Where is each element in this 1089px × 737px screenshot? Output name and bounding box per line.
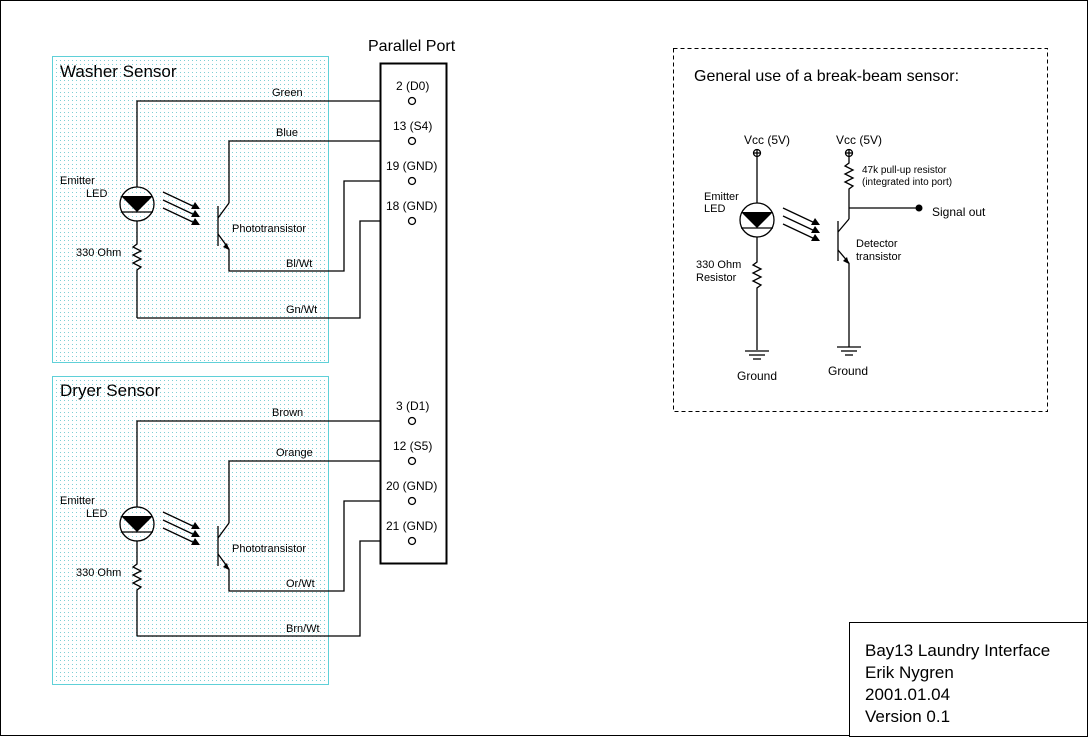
diagram-label: Emitter — [60, 175, 95, 187]
pullup-resistor-icon — [843, 157, 855, 208]
title-block-author: Erik Nygren — [865, 663, 954, 682]
diagram-label: 330 Ohm — [76, 247, 121, 259]
pin-label: 19 (GND) — [386, 159, 437, 173]
diagram-label: LED — [86, 188, 107, 200]
wire-label-blue: Blue — [276, 127, 298, 139]
detector-transistor-icon — [837, 218, 850, 264]
diagram-label: Resistor — [696, 272, 737, 284]
pin-3-icon — [407, 416, 417, 426]
resistor-icon — [751, 258, 763, 350]
parallel-port-title: Parallel Port — [368, 38, 456, 55]
resistor-icon — [131, 560, 143, 636]
diagram-label: transistor — [856, 251, 902, 263]
pin-2-icon — [407, 96, 417, 106]
diagram-label: Ground — [828, 364, 868, 378]
pin-label: 12 (S5) — [393, 439, 432, 453]
diagram-label: 47k pull-up resistor — [862, 165, 947, 176]
pin-19-icon — [407, 176, 417, 186]
wire-label-blwt: Bl/Wt — [286, 258, 312, 270]
washer-sensor-box: Washer Sensor Emitter LED — [52, 56, 409, 363]
diagram-label: Ground — [737, 369, 777, 383]
title-block: Bay13 Laundry Interface Erik Nygren 2001… — [849, 622, 1088, 737]
wire-label-orange: Orange — [276, 447, 313, 459]
wire-label-brown: Brown — [272, 407, 303, 419]
pin-label: 3 (D1) — [396, 399, 429, 413]
pin-label: 20 (GND) — [386, 479, 437, 493]
diagram-label: Vcc (5V) — [836, 133, 882, 147]
signal-out-terminal-icon — [915, 204, 923, 212]
pin-label: 13 (S4) — [393, 119, 432, 133]
diagram-label: Emitter — [60, 495, 95, 507]
pin-label: 21 (GND) — [386, 519, 437, 533]
light-beam-icon — [162, 511, 200, 545]
general-use-box: General use of a break-beam sensor: Vcc … — [673, 48, 1048, 412]
ground-icon — [745, 350, 769, 360]
ground-icon — [837, 346, 861, 356]
diagram-label: Phototransistor — [232, 543, 306, 555]
diagram-label: LED — [704, 203, 725, 215]
light-beam-icon — [162, 191, 200, 225]
title-block-version: Version 0.1 — [865, 707, 950, 726]
pin-label: 18 (GND) — [386, 199, 437, 213]
pin-12-icon — [407, 456, 417, 466]
pin-20-icon — [407, 496, 417, 506]
phototransistor-icon — [217, 522, 230, 570]
diagram-label: LED — [86, 508, 107, 520]
diagram-label: Phototransistor — [232, 223, 306, 235]
pin-18-icon — [407, 216, 417, 226]
wire-label-brnwt: Brn/Wt — [286, 623, 320, 635]
diagram-label: 330 Ohm — [696, 259, 741, 271]
dryer-sensor-title: Dryer Sensor — [60, 381, 160, 400]
diagram-label: Emitter — [704, 191, 739, 203]
dryer-sensor-box: Dryer Sensor Emitter LED 330 Ohm Phototr… — [52, 376, 409, 685]
wire-label-green: Green — [272, 87, 303, 99]
light-beam-icon — [782, 207, 820, 241]
washer-sensor-title: Washer Sensor — [60, 62, 177, 81]
wire-label-gnwt: Gn/Wt — [286, 304, 317, 316]
wire-label-orwt: Or/Wt — [286, 578, 315, 590]
general-use-title: General use of a break-beam sensor: — [694, 68, 959, 85]
phototransistor-icon — [217, 202, 230, 250]
diagram-label: 330 Ohm — [76, 567, 121, 579]
pin-13-icon — [407, 136, 417, 146]
diagram-label: Detector — [856, 238, 898, 250]
diagram-label: Signal out — [932, 205, 986, 219]
diagram-label: Vcc (5V) — [744, 133, 790, 147]
parallel-port-connector: Parallel Port 2 (D0) 13 (S4) 19 (GND) 18… — [368, 38, 456, 565]
title-block-project: Bay13 Laundry Interface — [865, 641, 1050, 660]
diagram-label: (integrated into port) — [862, 177, 952, 188]
pin-21-icon — [407, 536, 417, 546]
title-block-date: 2001.01.04 — [865, 685, 950, 704]
resistor-icon — [131, 240, 143, 318]
pin-label: 2 (D0) — [396, 79, 429, 93]
